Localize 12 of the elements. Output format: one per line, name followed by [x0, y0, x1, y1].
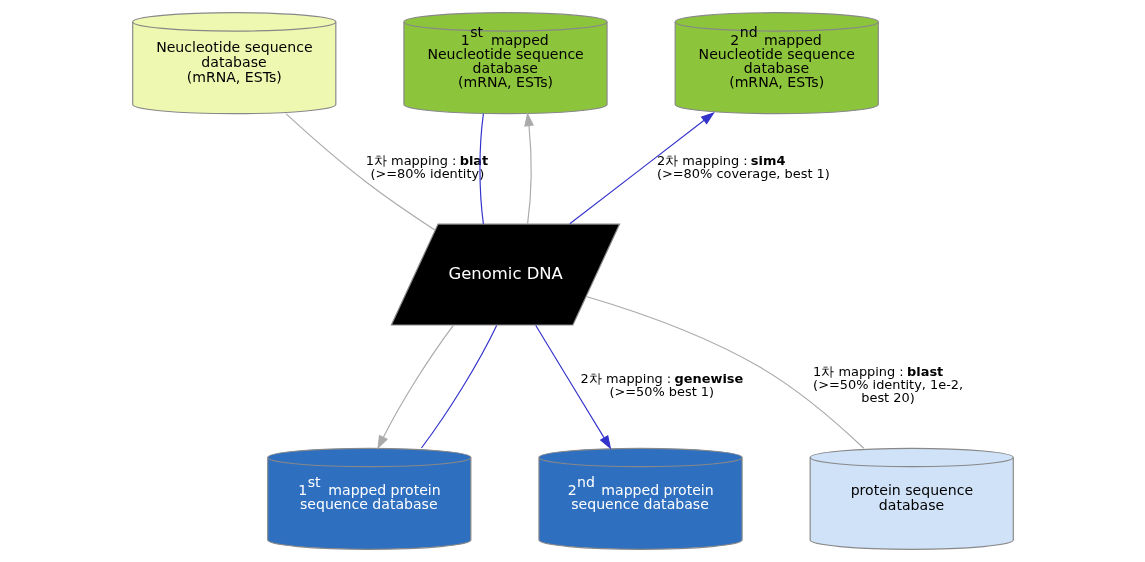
arrow: [376, 324, 454, 450]
connector: [585, 295, 864, 449]
edge-label: 1차 mapping : blast (>=50% identity, 1e-2, best 20): [812, 364, 963, 406]
connector: [420, 324, 497, 449]
arrow: [534, 324, 611, 450]
arrow: [568, 112, 715, 225]
connector: [285, 113, 436, 231]
edge-label: 1차 mapping : blat (>=80% identity): [365, 153, 488, 182]
connector: [478, 113, 484, 225]
arrow: [523, 112, 534, 225]
edge-label: 2차 mapping : sim4 (>=80% coverage, best 1): [656, 153, 830, 182]
edge-label: 2차 mapping : genewise (>=50% best 1): [580, 370, 743, 399]
